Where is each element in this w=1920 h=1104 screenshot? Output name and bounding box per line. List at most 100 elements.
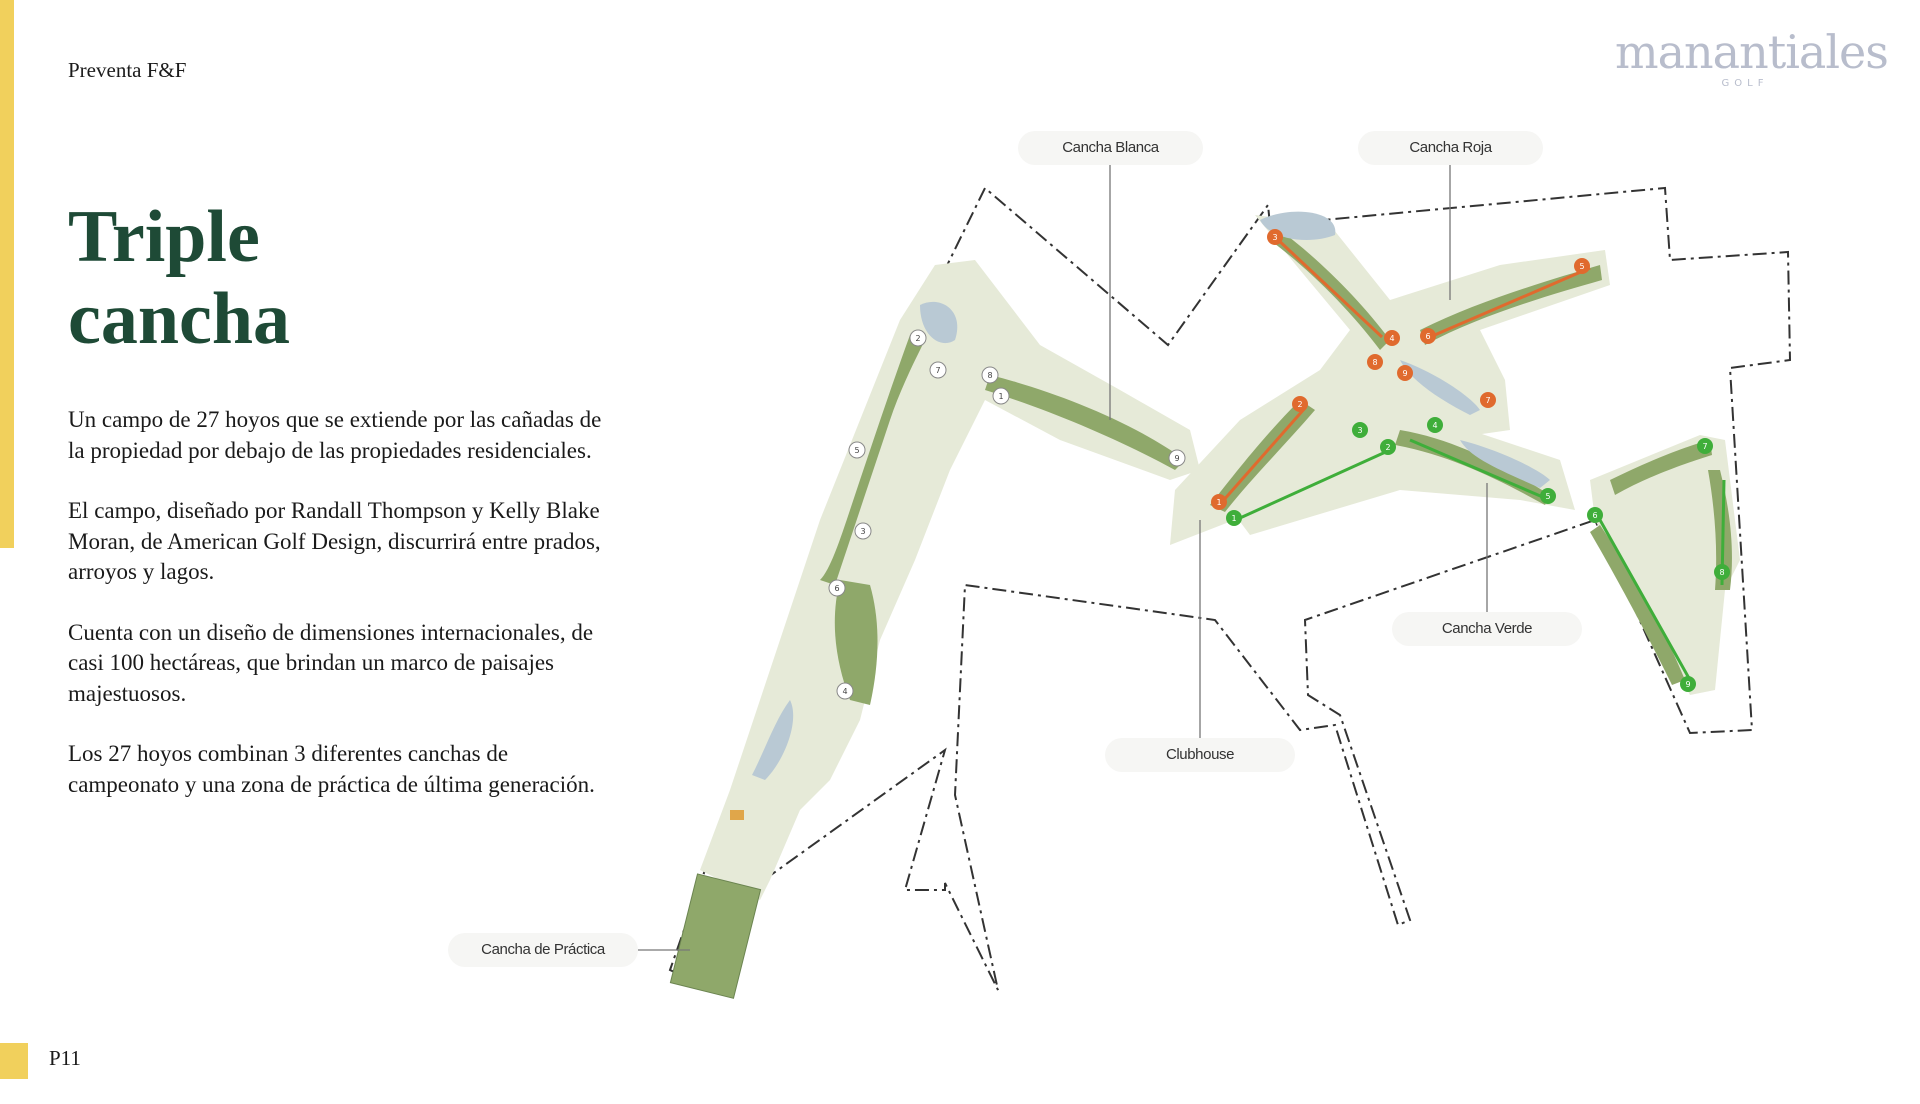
svg-text:8: 8	[1719, 568, 1724, 577]
blanca-marker-5: 5	[848, 441, 866, 459]
blanca-fairway-3	[834, 580, 878, 705]
verde-rough-east	[1590, 435, 1740, 695]
blanca-marker-1: 1	[992, 387, 1010, 405]
roja-water-2	[1400, 360, 1480, 415]
svg-text:6: 6	[834, 584, 839, 593]
blanca-rough	[700, 260, 1200, 900]
svg-text:1: 1	[1231, 514, 1236, 523]
practice-range	[669, 873, 762, 999]
verde-marker-9: 9	[1680, 676, 1696, 692]
callout-lines	[638, 164, 1488, 951]
title-line-1: Triple	[68, 196, 260, 278]
body-text: Un campo de 27 hoyos que se extiende por…	[68, 405, 608, 830]
roja-marker-2: 2	[1292, 396, 1308, 412]
callout-cancha-roja: Cancha Roja	[1358, 131, 1543, 165]
logo-subtitle: GOLF	[1721, 78, 1769, 89]
roja-marker-6: 6	[1420, 328, 1436, 344]
verde-fairway-4	[1590, 525, 1685, 685]
svg-text:8: 8	[987, 371, 992, 380]
blanca-marker-2: 2	[909, 329, 927, 347]
svg-text:3: 3	[1272, 233, 1277, 242]
course-roja	[1170, 211, 1610, 545]
verde-marker-3: 3	[1352, 422, 1368, 438]
callout-cancha-blanca: Cancha Blanca	[1018, 131, 1203, 165]
svg-text:1: 1	[1216, 498, 1221, 507]
roja-marker-8: 8	[1367, 354, 1383, 370]
verde-water	[1460, 440, 1550, 488]
svg-text:2: 2	[1385, 443, 1390, 452]
practice-water	[752, 700, 794, 780]
verde-marker-4: 4	[1427, 417, 1443, 433]
svg-text:8: 8	[1372, 358, 1377, 367]
svg-text:1: 1	[998, 392, 1003, 401]
svg-text:7: 7	[1485, 396, 1490, 405]
svg-text:9: 9	[1402, 369, 1407, 378]
roja-marker-7: 7	[1480, 392, 1496, 408]
svg-text:7: 7	[935, 366, 940, 375]
body-paragraph-3: Cuenta con un diseño de dimensiones inte…	[68, 619, 594, 706]
callout-cancha-verde: Cancha Verde	[1392, 612, 1582, 646]
svg-text:9: 9	[1685, 680, 1690, 689]
practice-area	[669, 700, 794, 999]
svg-text:6: 6	[1425, 332, 1430, 341]
verde-marker-6: 6	[1587, 507, 1603, 523]
eyebrow-label: Preventa F&F	[68, 58, 187, 82]
verde-rough	[1235, 420, 1575, 535]
svg-text:5: 5	[854, 446, 859, 455]
verde-marker-5: 5	[1540, 488, 1556, 504]
svg-text:2: 2	[915, 334, 920, 343]
svg-text:4: 4	[842, 687, 847, 696]
verde-marker-8: 8	[1714, 564, 1730, 580]
svg-text:6: 6	[1592, 511, 1597, 520]
blanca-marker-4: 4	[836, 682, 854, 700]
blanca-marker-7: 7	[929, 361, 947, 379]
roja-marker-4: 4	[1384, 330, 1400, 346]
blanca-marker-8: 8	[981, 366, 999, 384]
roja-marker-3: 3	[1267, 229, 1283, 245]
blanca-marker-9: 9	[1168, 449, 1186, 467]
roja-marker-1: 1	[1211, 494, 1227, 510]
verde-marker-7: 7	[1697, 438, 1713, 454]
brand-logo: manantiales GOLF	[1615, 25, 1889, 89]
verde-fairway-2	[1610, 440, 1712, 495]
body-paragraph-4: Los 27 hoyos combinan 3 diferentes canch…	[68, 741, 595, 797]
page-marker	[0, 1043, 28, 1079]
callout-clubhouse: Clubhouse	[1105, 738, 1295, 772]
callout-cancha-practica: Cancha de Práctica	[448, 933, 638, 967]
svg-text:4: 4	[1389, 334, 1394, 343]
practice-building	[730, 810, 744, 820]
blanca-markers: 1 2 3 4 5 6 7 8 9	[828, 329, 1186, 700]
roja-fairway-2	[1420, 265, 1602, 345]
body-paragraph-2: El campo, diseñado por Randall Thompson …	[68, 498, 601, 584]
svg-text:5: 5	[1579, 262, 1584, 271]
blanca-water	[920, 301, 958, 344]
blanca-marker-6: 6	[828, 579, 846, 597]
svg-text:3: 3	[1357, 426, 1362, 435]
verde-markers: 1 2 3 4 5 6 7 8 9	[1226, 417, 1730, 692]
roja-markers: 1 2 3 4 5 6 7 8 9	[1211, 229, 1590, 510]
roja-marker-5: 5	[1574, 258, 1590, 274]
svg-text:2: 2	[1297, 400, 1302, 409]
verde-marker-2: 2	[1380, 439, 1396, 455]
roja-lines	[1220, 235, 1591, 503]
course-blanca	[700, 260, 1200, 900]
svg-text:9: 9	[1174, 454, 1179, 463]
logo-wordmark: manantiales	[1615, 25, 1889, 79]
svg-text:5: 5	[1545, 492, 1550, 501]
accent-bar	[0, 0, 14, 548]
blanca-marker-3: 3	[854, 522, 872, 540]
blanca-fairway-2	[820, 335, 925, 585]
blanca-fairway-1	[985, 375, 1185, 470]
page-number: P11	[49, 1046, 81, 1070]
page-title: Triple cancha	[68, 196, 290, 360]
verde-lines	[1239, 438, 1726, 681]
course-verde	[1235, 420, 1740, 695]
roja-marker-9: 9	[1397, 365, 1413, 381]
svg-text:7: 7	[1702, 442, 1707, 451]
body-paragraph-1: Un campo de 27 hoyos que se extiende por…	[68, 407, 602, 463]
verde-fairway-3	[1708, 470, 1732, 590]
title-line-2: cancha	[68, 278, 290, 360]
verde-marker-1: 1	[1226, 510, 1242, 526]
